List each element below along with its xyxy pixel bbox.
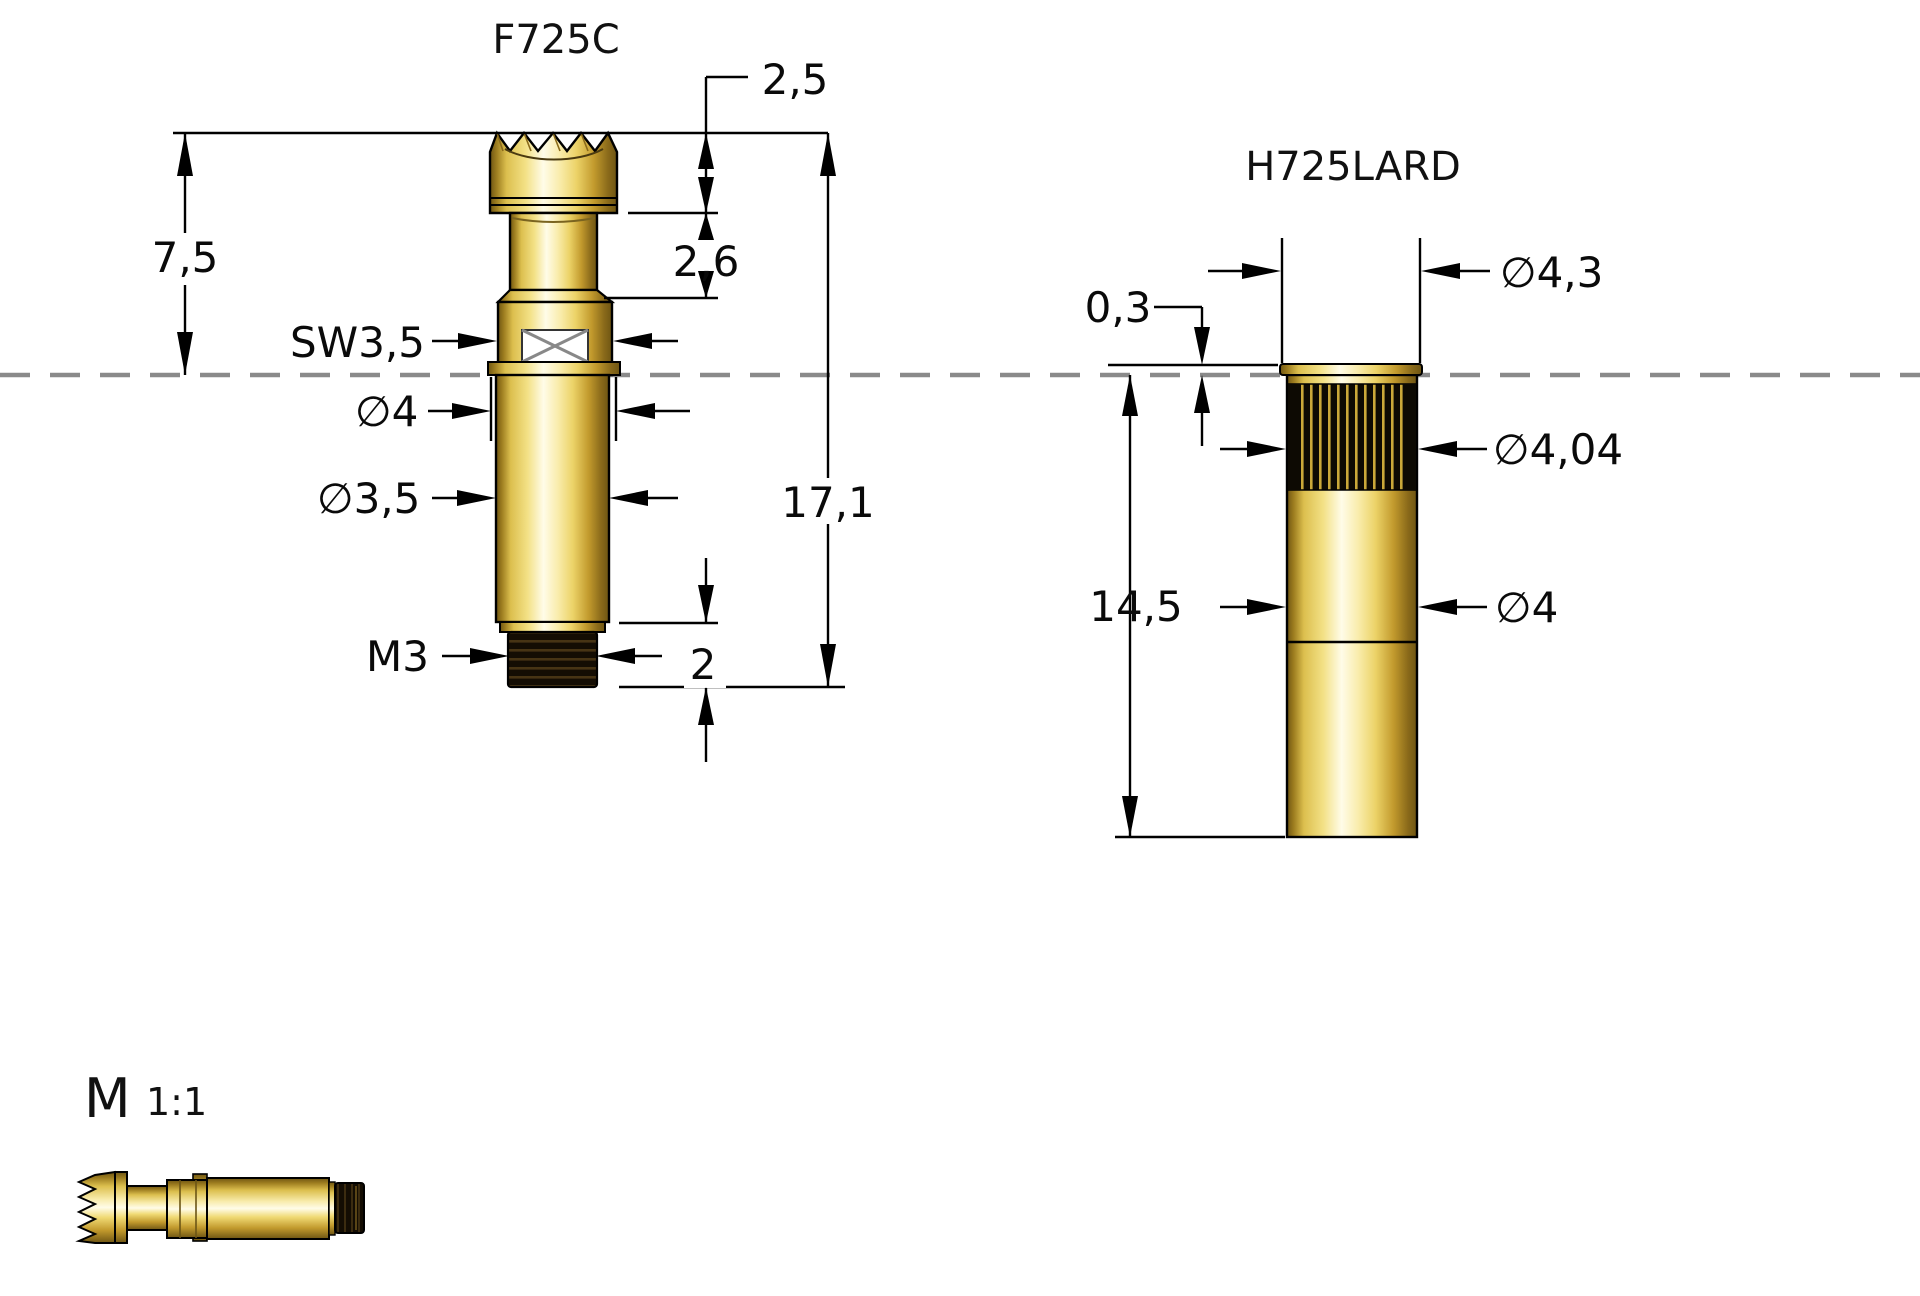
arrow-2-down <box>698 585 714 623</box>
receptacle-knurl-band <box>1287 383 1417 491</box>
probe-barrel <box>494 373 611 624</box>
arrow-d35-left <box>457 490 496 506</box>
arrow-d43-right <box>1421 263 1460 279</box>
scale-ratio: 1:1 <box>146 1080 207 1124</box>
scale-view <box>75 1170 365 1244</box>
arrow-d4r-right <box>1418 599 1457 615</box>
mini-neck <box>126 1185 168 1231</box>
receptacle-flange <box>1279 363 1423 376</box>
probe-title: F725C <box>492 17 619 63</box>
arrow-25-down <box>698 177 714 213</box>
arrow-m3-right <box>596 648 635 664</box>
receptacle-knurl-right-edge <box>1403 384 1416 490</box>
mini-hex <box>166 1179 208 1239</box>
arrow-d43-left <box>1242 263 1281 279</box>
arrow-d4r-left <box>1247 599 1286 615</box>
dim-receptacle-body-dia: ∅4 <box>1495 583 1558 632</box>
arrow-171-up <box>820 133 836 176</box>
bg-7-5 <box>157 233 215 285</box>
arrow-d35-right <box>609 490 648 506</box>
probe-crown-facets <box>496 132 589 152</box>
probe-shoulder <box>495 288 616 304</box>
arrow-d404-left <box>1247 441 1286 457</box>
dim-barrel-dia: ∅3,5 <box>317 474 420 523</box>
probe-hex-cross-2 <box>521 328 589 364</box>
arrow-26-down <box>698 271 714 298</box>
probe-neck-shading <box>511 217 596 223</box>
arrow-171-down <box>820 644 836 687</box>
scale-label: M <box>84 1067 131 1130</box>
bg-17-1 <box>779 478 876 524</box>
arrow-145-down <box>1122 796 1138 837</box>
probe-barrel-end-ring <box>499 621 606 633</box>
mini-collar <box>114 1171 128 1244</box>
arrow-75-up <box>177 133 193 176</box>
dim-receptacle-length: 14,5 <box>1089 582 1183 631</box>
receptacle-view <box>1279 363 1423 839</box>
arrow-03-up <box>1194 375 1210 413</box>
receptacle-dimensions <box>1108 238 1490 839</box>
arrow-sw35-left <box>458 333 497 349</box>
arrow-d4-right <box>616 403 655 419</box>
receptacle-knurl-left-edge <box>1288 384 1301 490</box>
probe-dimension-arrows <box>177 133 836 725</box>
mini-thread <box>334 1182 365 1234</box>
probe-crown-head <box>488 130 619 215</box>
probe-crown-inner-rim <box>504 148 604 161</box>
dim-tip-length: 2,5 <box>762 55 829 104</box>
arrow-03-down <box>1194 327 1210 365</box>
receptacle-title: H725LARD <box>1245 144 1461 190</box>
dim-knurl-dia: ∅4,04 <box>1493 425 1623 474</box>
arrow-75-down <box>177 332 193 375</box>
dim-thread: M3 <box>366 632 429 681</box>
arrow-25-up <box>698 133 714 169</box>
arrow-d4-left <box>452 403 491 419</box>
dim-receptacle-flange-dia: ∅4,3 <box>1500 248 1603 297</box>
mini-crown <box>75 1170 116 1244</box>
dim-probe-flange-dia: ∅4 <box>355 387 418 436</box>
probe-seating-flange <box>487 361 621 376</box>
bg-14-5 <box>1088 581 1184 629</box>
arrow-26-up <box>698 213 714 240</box>
arrow-d404-right <box>1418 441 1457 457</box>
arrow-2-up <box>698 687 714 725</box>
dim-thread-length: 2 <box>690 640 717 689</box>
receptacle-dimension-arrows <box>1122 263 1460 837</box>
probe-thread <box>506 630 599 689</box>
probe-view <box>487 130 621 689</box>
dim-total-length: 17,1 <box>781 478 875 527</box>
dimension-text-backgrounds <box>157 233 1184 688</box>
arrow-145-up <box>1122 375 1138 416</box>
dim-neck-length: 2,6 <box>673 237 740 286</box>
dim-hex-wrench: SW3,5 <box>290 318 425 367</box>
dim-above-plane: 7,5 <box>152 233 219 282</box>
bg-2 <box>684 642 726 688</box>
arrow-m3-left <box>470 648 509 664</box>
arrow-sw35-right <box>613 333 652 349</box>
dim-flange-height: 0,3 <box>1085 283 1152 332</box>
mini-barrel <box>206 1177 330 1240</box>
probe-neck <box>508 211 599 292</box>
